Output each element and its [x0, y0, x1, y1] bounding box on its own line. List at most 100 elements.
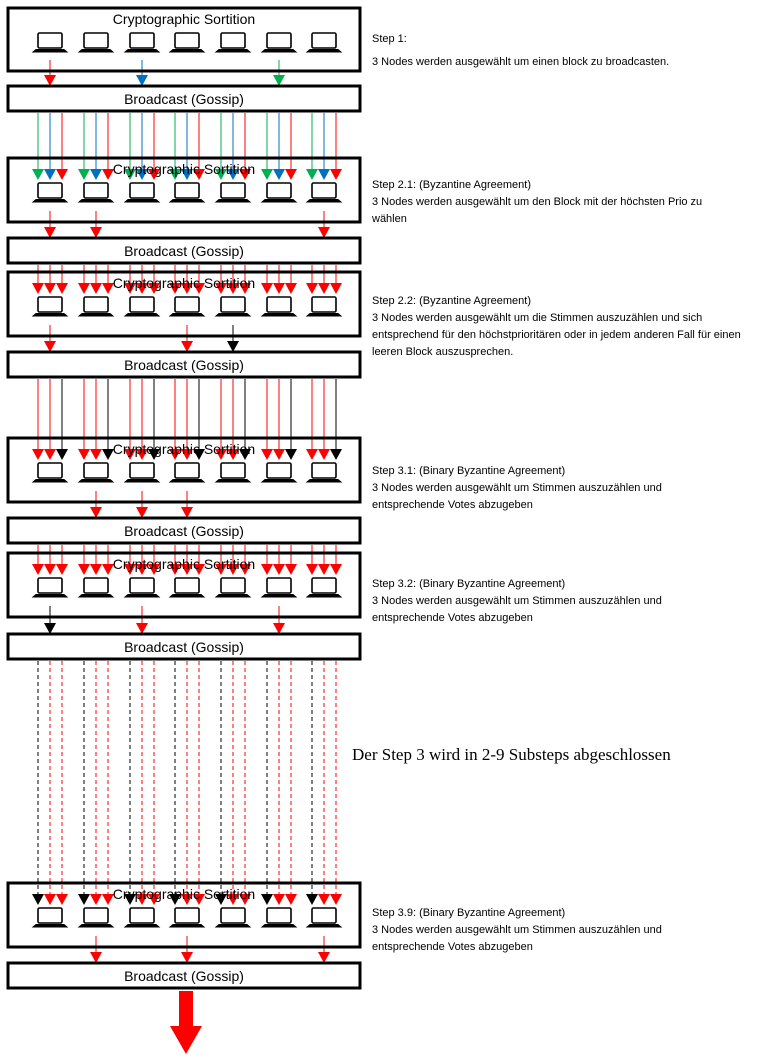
step-title: Step 3.9: (Binary Byzantine Agreement)	[372, 907, 566, 919]
incoming-arrow	[78, 564, 90, 575]
incoming-arrow	[318, 283, 330, 294]
laptop-base	[123, 479, 161, 483]
laptop-screen	[83, 32, 109, 49]
step22-caption: Step 2.2: (Byzantine Agreement)3 Nodes w…	[372, 276, 758, 361]
step32-caption: Step 3.2: (Binary Byzantine Agreement)3 …	[372, 559, 712, 627]
laptop-screen	[37, 462, 63, 479]
incoming-arrow	[56, 283, 68, 294]
sortition-box: Cryptographic Sortition	[6, 156, 362, 224]
laptop-screen	[174, 462, 200, 479]
incoming-arrow	[285, 564, 297, 575]
laptop-base	[77, 49, 115, 53]
laptop-screen	[266, 296, 292, 313]
laptop-base	[123, 594, 161, 598]
incoming-arrow	[239, 169, 251, 180]
final-output-arrow	[170, 991, 202, 1054]
laptop-screen	[311, 32, 337, 49]
broadcast-frame	[6, 516, 362, 545]
laptop-screen	[220, 182, 246, 199]
laptop-screen	[37, 296, 63, 313]
incoming-arrow	[261, 169, 273, 180]
incoming-arrow	[124, 283, 136, 294]
sortition-box: Cryptographic Sortition	[6, 436, 362, 504]
step-title: Step 3.1: (Binary Byzantine Agreement)	[372, 465, 566, 477]
output-arrow	[44, 75, 56, 86]
incoming-arrow	[124, 564, 136, 575]
incoming-arrow	[136, 283, 148, 294]
output-arrow	[181, 507, 193, 518]
laptop-base	[168, 313, 206, 317]
laptop-base	[260, 924, 298, 928]
incoming-arrow	[56, 894, 68, 905]
sortition-box: Cryptographic Sortition	[6, 6, 362, 73]
laptop-icon	[214, 32, 252, 53]
laptop-icon	[214, 577, 252, 598]
laptop-icon	[168, 907, 206, 928]
laptop-base	[168, 594, 206, 598]
laptop-screen	[83, 296, 109, 313]
laptop-screen	[174, 182, 200, 199]
laptop-icon	[214, 907, 252, 928]
incoming-arrow	[306, 564, 318, 575]
laptop-screen	[129, 182, 155, 199]
incoming-arrow	[285, 169, 297, 180]
laptop-screen	[129, 32, 155, 49]
incoming-arrow	[90, 169, 102, 180]
broadcast-frame	[6, 961, 362, 990]
laptop-base	[305, 594, 343, 598]
incoming-arrow	[124, 449, 136, 460]
laptop-screen	[83, 182, 109, 199]
incoming-arrow	[193, 894, 205, 905]
output-arrow	[44, 623, 56, 634]
incoming-arrow	[285, 283, 297, 294]
laptop-icon	[260, 182, 298, 203]
step-title: Step 3.2: (Binary Byzantine Agreement)	[372, 578, 566, 590]
laptop-screen	[220, 462, 246, 479]
incoming-arrow	[181, 169, 193, 180]
broadcast-box: Broadcast (Gossip)	[6, 516, 362, 545]
incoming-arrow	[102, 564, 114, 575]
laptop-icon	[305, 182, 343, 203]
incoming-arrow	[261, 894, 273, 905]
incoming-arrow	[169, 283, 181, 294]
incoming-arrow	[56, 449, 68, 460]
incoming-arrow	[181, 894, 193, 905]
laptop-screen	[37, 32, 63, 49]
incoming-arrow	[227, 894, 239, 905]
incoming-arrow	[32, 169, 44, 180]
output-arrow	[273, 75, 285, 86]
output-arrow	[318, 952, 330, 963]
laptop-screen	[129, 462, 155, 479]
incoming-arrow	[285, 894, 297, 905]
laptop-icon	[31, 32, 69, 53]
laptop-icon	[305, 32, 343, 53]
laptop-screen	[83, 577, 109, 594]
incoming-arrow	[285, 449, 297, 460]
incoming-arrow	[44, 449, 56, 460]
output-arrow	[273, 623, 285, 634]
laptop-base	[31, 49, 69, 53]
laptop-icon	[31, 907, 69, 928]
output-arrow	[44, 227, 56, 238]
incoming-arrow	[239, 564, 251, 575]
incoming-arrow	[102, 169, 114, 180]
incoming-arrow	[44, 283, 56, 294]
step-description: 3 Nodes werden ausgewählt um den Block m…	[372, 196, 703, 225]
incoming-arrow	[318, 894, 330, 905]
laptop-base	[305, 199, 343, 203]
laptop-base	[31, 479, 69, 483]
laptop-base	[260, 479, 298, 483]
incoming-arrow	[32, 564, 44, 575]
incoming-arrow	[193, 564, 205, 575]
laptop-icon	[77, 577, 115, 598]
laptop-icon	[168, 462, 206, 483]
laptop-icon	[31, 296, 69, 317]
incoming-arrow	[148, 283, 160, 294]
laptop-icon	[77, 32, 115, 53]
laptop-base	[31, 313, 69, 317]
incoming-arrow	[181, 564, 193, 575]
sortition-box: Cryptographic Sortition	[6, 551, 362, 619]
incoming-arrow	[239, 449, 251, 460]
laptop-screen	[174, 32, 200, 49]
laptop-icon	[260, 32, 298, 53]
